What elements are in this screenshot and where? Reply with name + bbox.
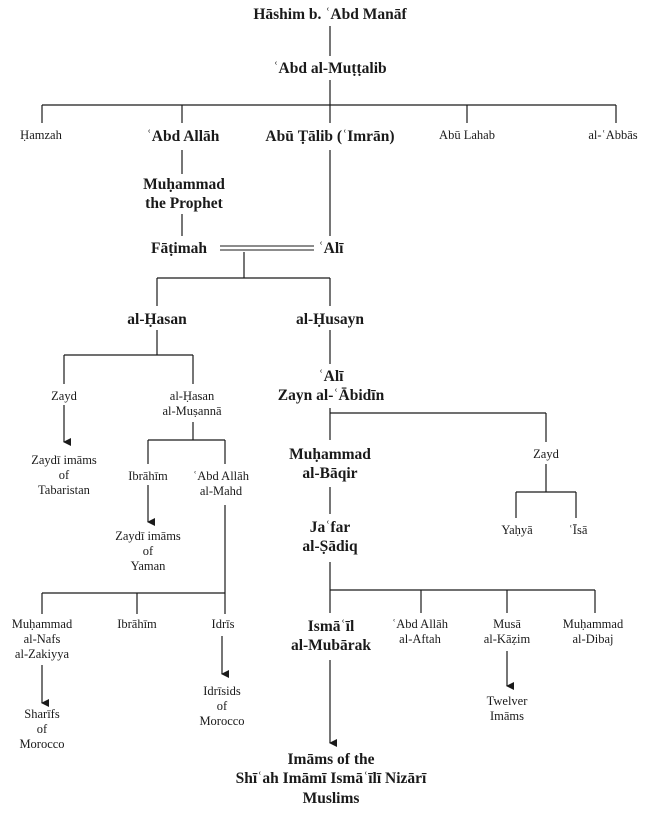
node-abd-allah-al-mahd: ʿAbd Allāh al-Mahd — [193, 469, 249, 498]
node-al-abbas: al-ʿAbbās — [588, 128, 638, 142]
node-ali: ʿAlī — [318, 240, 344, 257]
node-twelver-imams: Twelver Imāms — [486, 694, 528, 723]
node-abd-allah-al-aftah: ʿAbd Allāh al-Aftah — [392, 617, 448, 646]
node-ismail-al-mubarak: Ismāʿīl al-Mubārak — [290, 618, 372, 655]
node-muhammad-al-nafs-al-zakiyya: Muḥammad al-Nafs al-Zakiyya — [11, 617, 73, 661]
node-idris: Idrīs — [211, 617, 235, 631]
node-yahya: Yaḥyā — [501, 523, 533, 537]
node-zaydi-imams-yaman: Zaydī imāms of Yaman — [115, 529, 181, 573]
node-abd-al-muttalib: ʿAbd al-Muṭṭalib — [273, 60, 387, 77]
node-isa: ʿĪsā — [568, 523, 588, 537]
node-idrisids-of-morocco: Idrīsids of Morocco — [199, 684, 245, 728]
node-jafar-al-sadiq: Jaʿfar al-Ṣādiq — [302, 519, 358, 556]
node-abu-talib: Abū Ṭālib (ʿImrān) — [265, 128, 395, 145]
node-al-husayn: al-Ḥusayn — [295, 311, 365, 328]
node-al-hasan-al-musanna: al-Ḥasan al-Muṣannā — [162, 389, 222, 418]
node-fatimah: Fāṭimah — [151, 240, 207, 257]
node-muhammad-al-dibaj: Muḥammad al-Dibaj — [562, 617, 624, 646]
node-musa-al-kazim: Musā al-Kāẓim — [483, 617, 531, 646]
node-abu-lahab: Abū Lahab — [439, 128, 495, 142]
node-zaydi-imams-tabaristan: Zaydī imāms of Tabaristan — [31, 453, 97, 497]
node-sharifs-of-morocco: Sharīfs of Morocco — [19, 707, 65, 751]
node-ibrahim-son-of-mahd: Ibrāhīm — [117, 617, 157, 631]
node-hashim: Hāshim b. ʿAbd Manāf — [253, 6, 407, 23]
node-muhammad-al-baqir: Muḥammad al-Bāqir — [289, 446, 371, 483]
node-ibrahim-son-of-musanna: Ibrāhīm — [128, 469, 168, 483]
node-imams-nizari-muslims: Imāms of the Shīʿah Imāmī Ismāʿīlī Nizār… — [235, 751, 427, 807]
node-al-hasan: al-Ḥasan — [127, 311, 187, 328]
node-hamzah: Ḥamzah — [20, 128, 62, 142]
node-muhammad-prophet: Muḥammad the Prophet — [143, 176, 225, 213]
node-abd-allah: ʿAbd Allāh — [146, 128, 220, 145]
node-ali-zayn-al-abidin: ʿAlī Zayn al-ʿĀbidīn — [277, 368, 385, 405]
node-zayd-son-of-hasan: Zayd — [51, 389, 77, 403]
node-zayd-son-of-ali: Zayd — [533, 447, 559, 461]
